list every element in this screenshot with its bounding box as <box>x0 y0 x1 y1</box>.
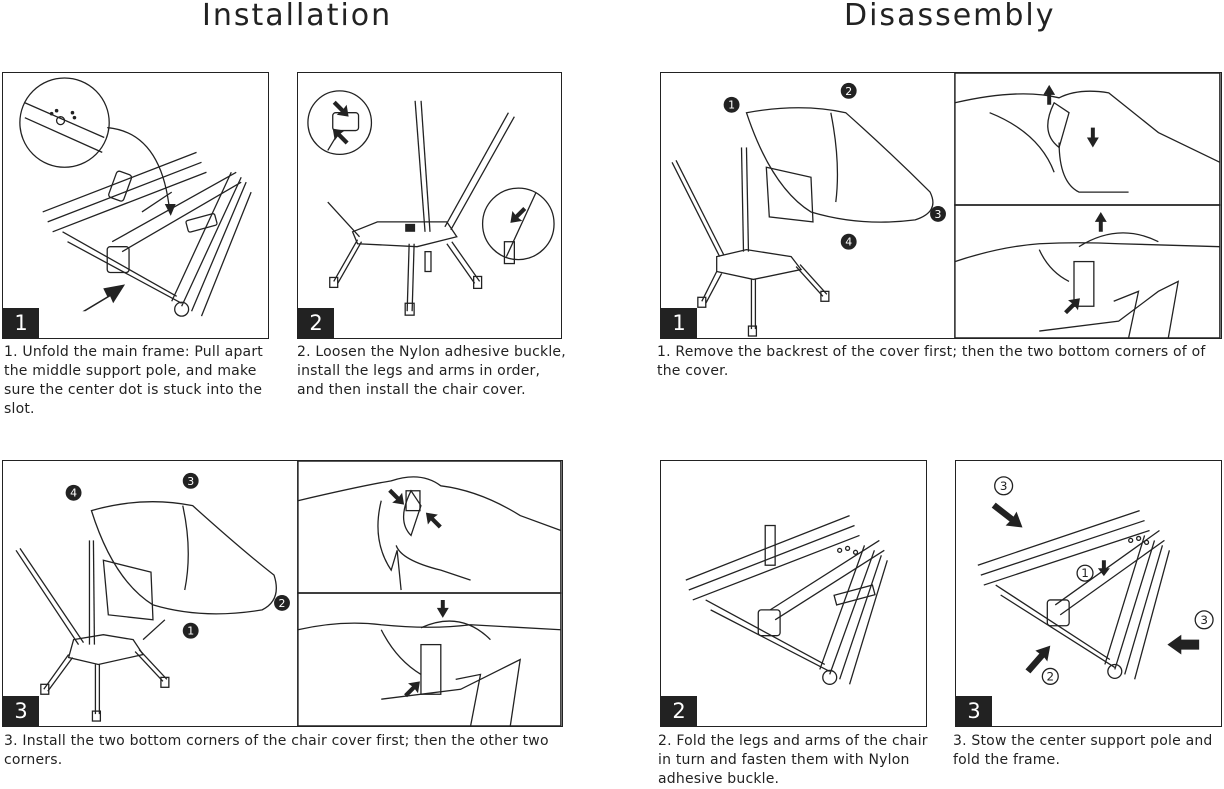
step-number-badge: 1 <box>3 308 39 338</box>
marker-4: 4 <box>845 236 852 249</box>
marker-1: 1 <box>1081 566 1089 580</box>
cover-removal-illustration: 1 2 3 4 <box>671 73 1221 338</box>
disassembly-step-2-panel: 2 <box>660 460 927 727</box>
marker-4: 4 <box>70 487 77 500</box>
folded-frame-illustration <box>19 77 252 317</box>
marker-2: 2 <box>845 85 852 98</box>
step-number-badge: 3 <box>3 696 39 726</box>
installation-step-1-panel: 1 <box>2 72 269 339</box>
step-3-markers: 4 3 2 1 <box>65 472 290 639</box>
installation-step-2-panel: 2 <box>297 72 562 339</box>
installation-step-3-panel: 4 3 2 1 3 <box>2 460 563 727</box>
disassembly-step-3-markers: 3 1 3 2 <box>1000 479 1208 684</box>
installation-step-3-caption: 3. Install the two bottom corners of the… <box>4 733 549 768</box>
installation-heading: Installation <box>202 0 393 33</box>
step-number-badge: 3 <box>956 696 992 726</box>
disassembly-step-3-panel: 3 1 3 2 3 <box>955 460 1222 727</box>
marker-3-top: 3 <box>1000 479 1008 493</box>
disassembly-close-up-frame <box>954 73 1221 338</box>
installation-step-2-caption: 2. Loosen the Nylon adhesive buckle, ins… <box>297 344 566 398</box>
disassembly-step-2-caption: 2. Fold the legs and arms of the chair i… <box>658 733 928 787</box>
installation-step-1-caption: 1. Unfold the main frame: Pull apart the… <box>4 344 263 417</box>
step-number-badge: 2 <box>661 696 697 726</box>
disassembly-step-1-panel: 1 2 3 4 1 <box>660 72 1222 339</box>
marker-3-right: 3 <box>1200 613 1208 627</box>
legs-install-illustration <box>307 90 555 316</box>
marker-3: 3 <box>187 475 194 488</box>
disassembly-step-1-markers: 1 2 3 4 <box>723 82 946 250</box>
step-3-close-up-frame <box>297 461 562 726</box>
disassembly-close-up-illustration <box>954 90 1221 338</box>
stow-frame-illustration: 3 1 3 2 <box>977 476 1214 685</box>
disassembly-step-1-caption: 1. Remove the backrest of the cover firs… <box>657 344 1206 379</box>
cover-install-illustration: 4 3 2 1 <box>15 461 562 726</box>
marker-1: 1 <box>187 625 194 638</box>
disassembly-step-3-caption: 3. Stow the center support pole and fold… <box>953 733 1213 768</box>
disassembly-heading: Disassembly <box>844 0 1056 33</box>
marker-3: 3 <box>935 208 942 221</box>
step-number-badge: 2 <box>298 308 334 338</box>
step-number-badge: 1 <box>661 308 697 338</box>
marker-1: 1 <box>728 99 735 112</box>
fold-legs-illustration <box>685 514 888 685</box>
marker-2: 2 <box>1046 669 1054 683</box>
marker-2: 2 <box>279 597 286 610</box>
